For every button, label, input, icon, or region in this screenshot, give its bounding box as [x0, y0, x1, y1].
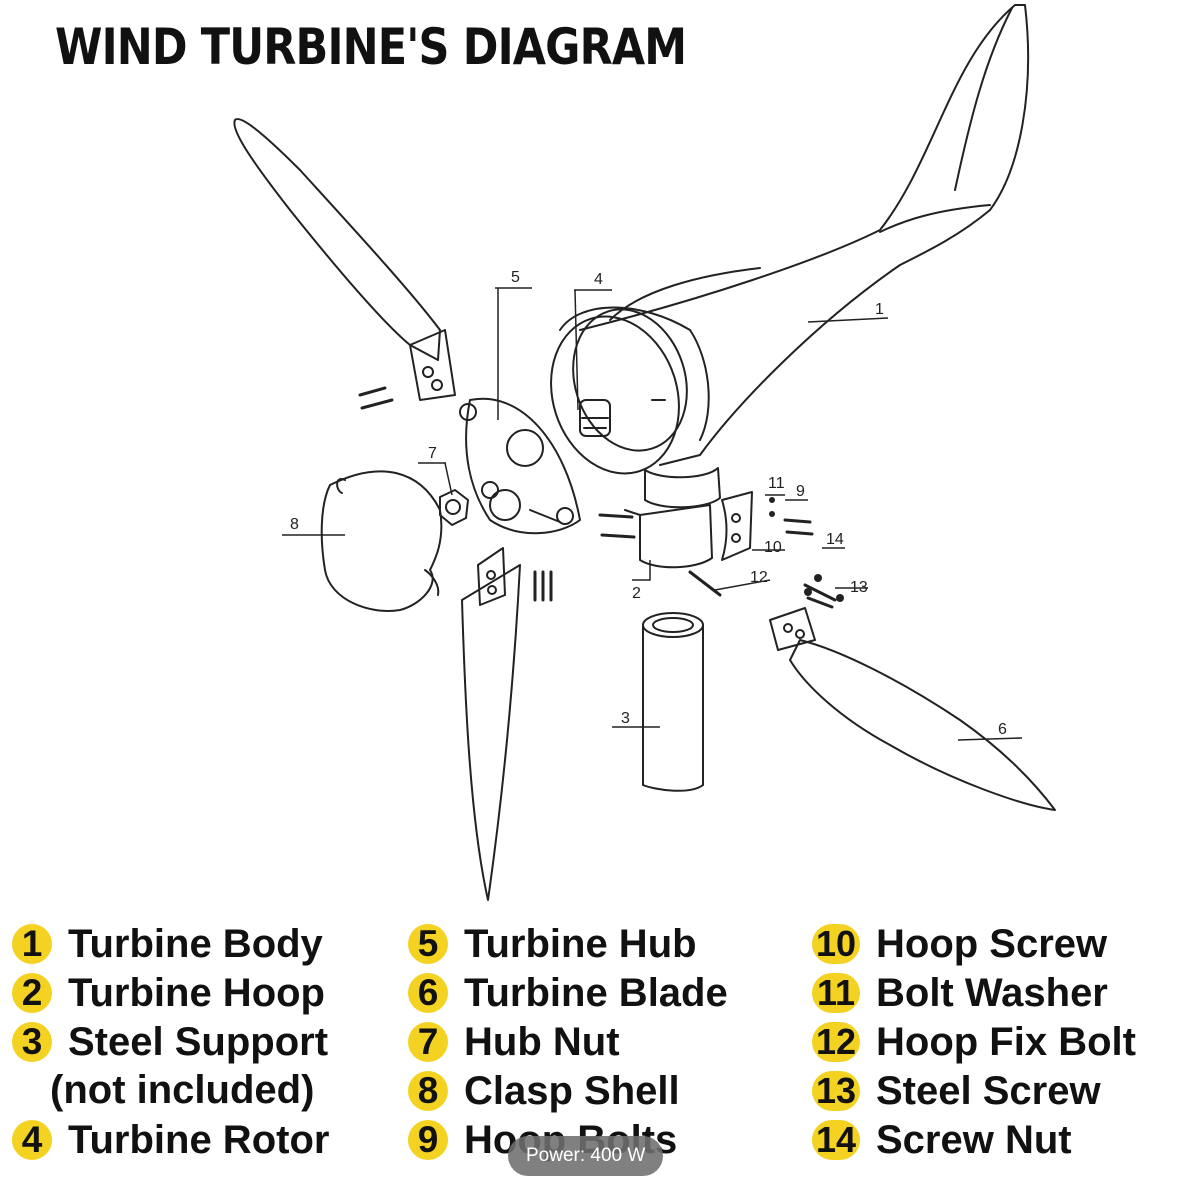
- legend-label: Steel Support (not included): [50, 1018, 329, 1114]
- legend-item: 7 Hub Nut: [408, 1018, 728, 1067]
- legend-item: 3 Steel Support (not included): [12, 1018, 329, 1116]
- legend-label: Turbine Hub: [464, 922, 697, 966]
- hoop-bracket-drawing: [721, 491, 753, 561]
- number-badge: 11: [812, 972, 860, 1013]
- legend-label: Turbine Body: [68, 922, 323, 966]
- turbine-body-drawing: [550, 4, 1030, 509]
- bolts-drawing: [358, 386, 837, 609]
- callout-4: 4: [594, 271, 603, 288]
- legend-column-2: 5 Turbine Hub 6 Turbine Blade 7 Hub Nut …: [408, 920, 728, 1165]
- legend-item: 10 Hoop Screw: [812, 920, 1136, 969]
- legend-label: Turbine Hoop: [68, 971, 325, 1015]
- callout-14: 14: [826, 531, 844, 548]
- legend-item: 11 Bolt Washer: [812, 969, 1136, 1018]
- diagram-title: WIND TURBINE'S DIAGRAM: [55, 18, 687, 76]
- clasp-shell-drawing: [320, 470, 443, 612]
- number-badge: 6: [408, 972, 448, 1013]
- legend-item: 12 Hoop Fix Bolt: [812, 1018, 1136, 1067]
- callout-1: 1: [875, 301, 884, 318]
- legend-label: Hub Nut: [464, 1020, 620, 1064]
- legend-item: 8 Clasp Shell: [408, 1067, 728, 1116]
- hub-nut-drawing: [439, 489, 469, 526]
- number-badge: 4: [12, 1119, 52, 1160]
- legend-label: Hoop Fix Bolt: [876, 1020, 1136, 1064]
- number-badge: 14: [812, 1119, 860, 1160]
- callout-7: 7: [428, 445, 437, 462]
- legend-label: Hoop Screw: [876, 922, 1108, 966]
- turbine-exploded-diagram: 1 2 3 4 5 6 7 8 9 10 11 12 13 14: [233, 4, 1056, 901]
- callout-2: 2: [632, 585, 641, 602]
- legend-item: 6 Turbine Blade: [408, 969, 728, 1018]
- legend-label: Bolt Washer: [876, 971, 1108, 1015]
- legend-label-line2: (not included): [50, 1068, 315, 1112]
- callout-5: 5: [511, 269, 520, 286]
- legend-column-1: 1 Turbine Body 2 Turbine Hoop 3 Steel Su…: [12, 920, 329, 1165]
- legend-label: Steel Screw: [876, 1069, 1101, 1113]
- callout-6: 6: [998, 721, 1007, 738]
- number-badge: 1: [12, 923, 52, 964]
- callout-13: 13: [850, 579, 868, 596]
- upper-left-blade-drawing: [233, 118, 456, 401]
- legend-item: 13 Steel Screw: [812, 1067, 1136, 1116]
- legend-column-3: 10 Hoop Screw 11 Bolt Washer 12 Hoop Fix…: [812, 920, 1136, 1165]
- legend-item: 4 Turbine Rotor: [12, 1116, 329, 1165]
- legend-item: 5 Turbine Hub: [408, 920, 728, 969]
- callout-3: 3: [621, 710, 630, 727]
- callout-11: 11: [768, 475, 785, 492]
- legend-label: Turbine Rotor: [68, 1118, 330, 1162]
- turbine-hub-drawing: [459, 397, 581, 535]
- number-badge: 7: [408, 1021, 448, 1062]
- legend-label: Clasp Shell: [464, 1069, 680, 1113]
- power-tooltip: Power: 400 W: [508, 1136, 664, 1176]
- legend-item: 14 Screw Nut: [812, 1116, 1136, 1165]
- lower-middle-blade-drawing: [461, 547, 521, 901]
- number-badge: 2: [12, 972, 52, 1013]
- legend-label: Turbine Blade: [464, 971, 728, 1015]
- number-badge: 5: [408, 923, 448, 964]
- turbine-hoop-drawing: [624, 504, 713, 569]
- callout-10: 10: [764, 539, 782, 556]
- number-badge: 3: [12, 1021, 52, 1062]
- legend-item: 1 Turbine Body: [12, 920, 329, 969]
- number-badge: 12: [812, 1021, 860, 1062]
- callout-9: 9: [796, 483, 805, 500]
- legend-item: 2 Turbine Hoop: [12, 969, 329, 1018]
- number-badge: 9: [408, 1119, 448, 1160]
- legend-label-line1: Steel Support: [68, 1020, 329, 1064]
- callout-12: 12: [750, 569, 768, 586]
- lower-right-blade-drawing: [769, 607, 1056, 811]
- steel-support-drawing: [642, 612, 704, 792]
- callout-8: 8: [290, 516, 299, 533]
- number-badge: 8: [408, 1070, 448, 1111]
- number-badge: 13: [812, 1070, 860, 1111]
- number-badge: 10: [812, 923, 860, 964]
- legend-label: Screw Nut: [876, 1118, 1072, 1162]
